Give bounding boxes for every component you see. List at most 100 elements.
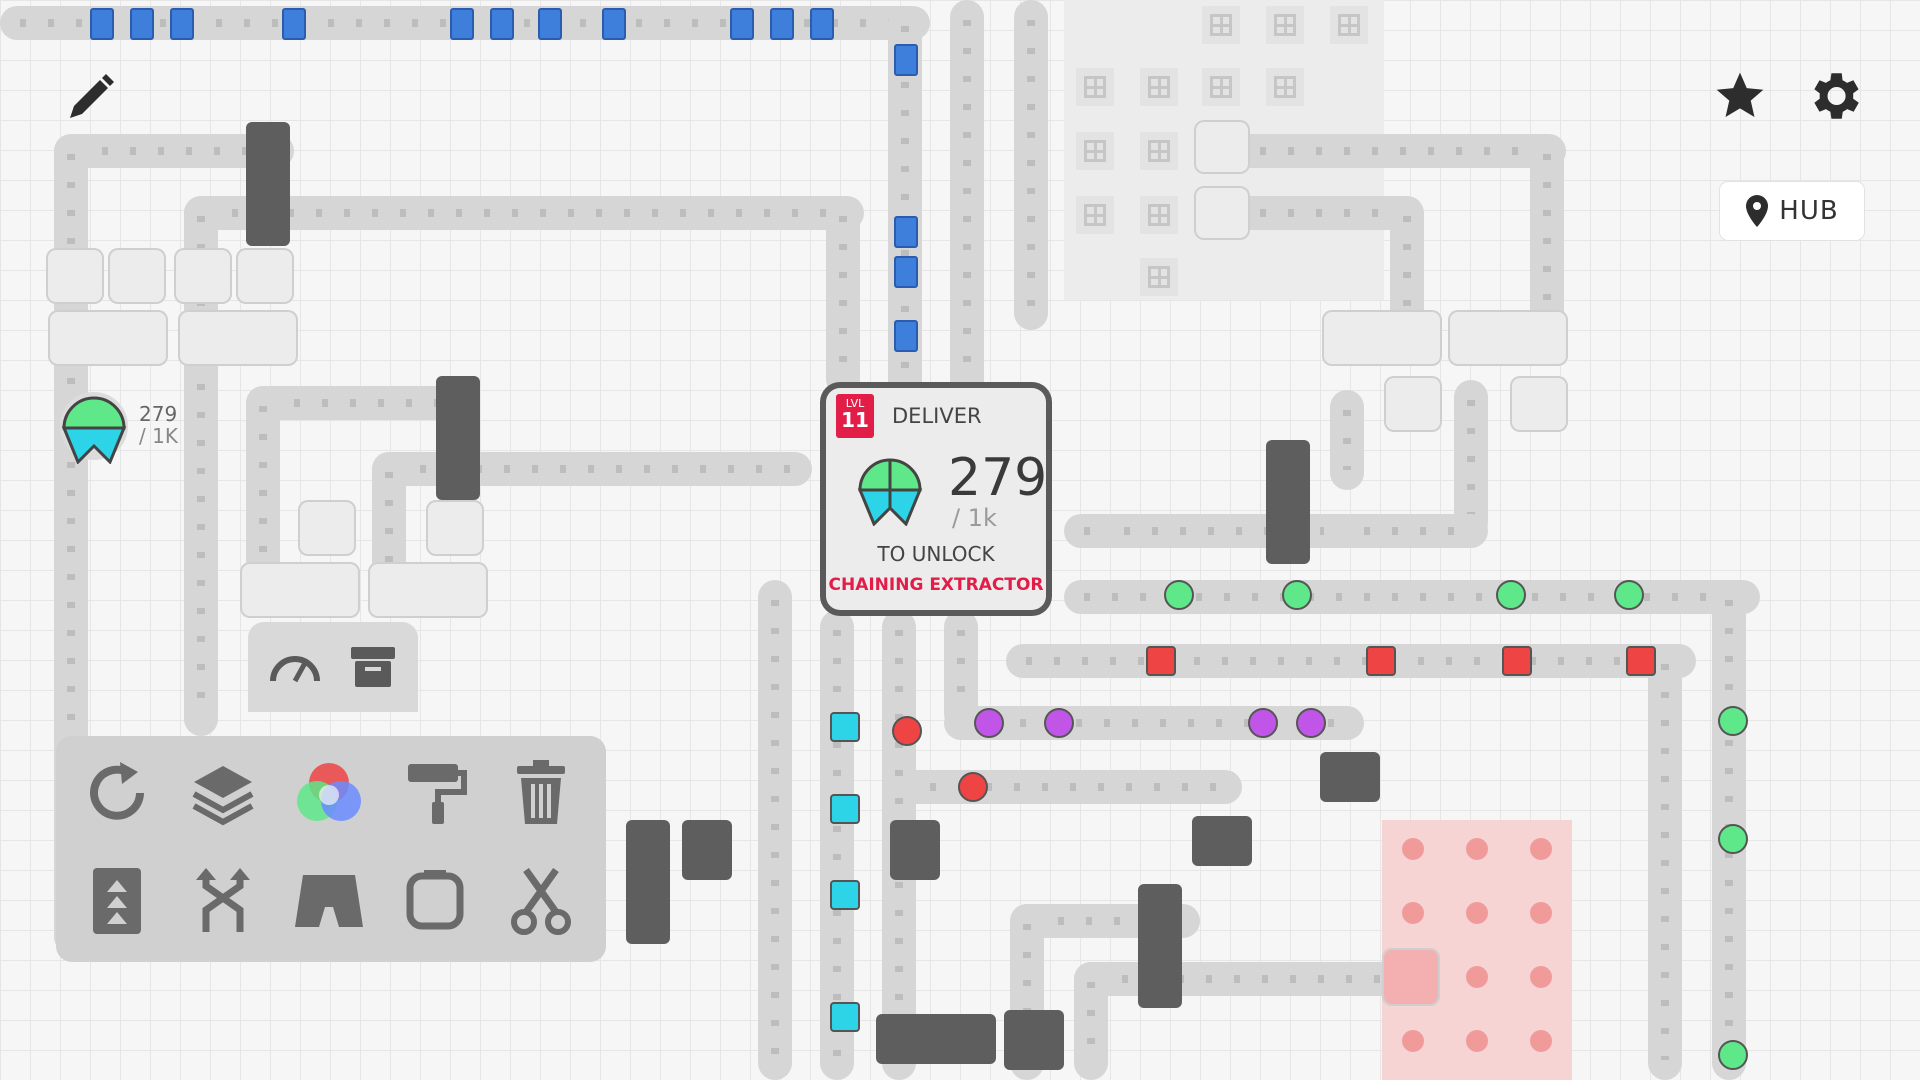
- conveyor-belt[interactable]: [826, 196, 860, 396]
- belt-reader-building[interactable]: [1320, 752, 1380, 802]
- conveyor-belt[interactable]: [184, 196, 864, 230]
- painter-tool-button[interactable]: [284, 748, 374, 838]
- conveyor-belt[interactable]: [1648, 644, 1682, 1080]
- belt-reader-building[interactable]: [1192, 816, 1252, 866]
- lift-tool-button[interactable]: [72, 856, 162, 946]
- stacker-building[interactable]: [1194, 120, 1250, 174]
- trash-building[interactable]: [426, 500, 484, 556]
- cutter-building[interactable]: [178, 310, 298, 366]
- cutter-building[interactable]: [1448, 310, 1568, 366]
- blue-chip-item: [730, 8, 754, 40]
- cutter-building[interactable]: [48, 310, 168, 366]
- conveyor-belt[interactable]: [882, 770, 1242, 804]
- blue-chip-item: [282, 8, 306, 40]
- green-shape-item: [1282, 580, 1312, 610]
- rotator-tool-button[interactable]: [72, 748, 162, 838]
- rotate-icon: [90, 762, 144, 820]
- settings-button[interactable]: [1802, 64, 1866, 128]
- green-shape-item: [1614, 580, 1644, 610]
- blue-chip-item: [770, 8, 794, 40]
- extractor-building[interactable]: [1382, 948, 1440, 1006]
- unlock-label: TO UNLOCK: [877, 542, 995, 566]
- ghost-building: [1140, 132, 1178, 170]
- level-badge: LVL 11: [836, 394, 874, 438]
- rotator-building[interactable]: [174, 248, 232, 304]
- green-shape-item: [1718, 706, 1748, 736]
- pencil-icon: [70, 74, 114, 118]
- red-shape-item: [1366, 646, 1396, 676]
- ghost-building: [1076, 132, 1114, 170]
- belt-reader-building[interactable]: [1004, 1010, 1064, 1070]
- conveyor-belt[interactable]: [944, 706, 1364, 740]
- cutter-building[interactable]: [1322, 310, 1442, 366]
- cyan-shape-item: [830, 880, 860, 910]
- balancer-building[interactable]: [876, 1014, 996, 1064]
- unlock-reward: CHAINING EXTRACTOR: [828, 575, 1044, 595]
- speedometer-icon: [270, 656, 320, 683]
- trash-building[interactable]: [1384, 376, 1442, 432]
- hub-label: HUB: [1779, 196, 1839, 226]
- trash-icon: [517, 760, 565, 824]
- ghost-building: [1266, 6, 1304, 44]
- conveyor-belt[interactable]: [1014, 0, 1048, 330]
- balancer-building[interactable]: [1138, 884, 1182, 1008]
- cutter-building[interactable]: [368, 562, 488, 618]
- cutter-tool-button[interactable]: [496, 856, 586, 946]
- roller-tool-button[interactable]: [390, 748, 480, 838]
- red-ore-node: [1530, 902, 1552, 924]
- ghost-building: [1076, 68, 1114, 106]
- conveyor-belt[interactable]: [1074, 962, 1108, 1080]
- conveyor-belt[interactable]: [1454, 380, 1488, 540]
- cutter-building[interactable]: [240, 562, 360, 618]
- green-shape-item: [1164, 580, 1194, 610]
- stacker-building[interactable]: [1194, 186, 1250, 240]
- conveyor-belt[interactable]: [246, 386, 466, 420]
- favorites-button[interactable]: [1708, 64, 1772, 128]
- conveyor-belt[interactable]: [758, 580, 792, 1080]
- ghost-building: [1140, 196, 1178, 234]
- trash-building[interactable]: [1510, 376, 1568, 432]
- conveyor-belt[interactable]: [1006, 644, 1696, 678]
- rotator-building[interactable]: [46, 248, 104, 304]
- conveyor-belt[interactable]: [950, 0, 984, 400]
- conveyor-belt[interactable]: [944, 610, 978, 730]
- belt-filter-building[interactable]: [682, 820, 732, 880]
- ghost-building: [1330, 6, 1368, 44]
- red-ore-node: [1402, 902, 1424, 924]
- red-shape-item: [1146, 646, 1176, 676]
- trash-building[interactable]: [298, 500, 356, 556]
- stacker-base-tool-button[interactable]: [284, 856, 374, 946]
- cyan-shape-item: [830, 1002, 860, 1032]
- purple-shape-item: [974, 708, 1004, 738]
- blue-chip-item: [894, 256, 918, 288]
- balancer-building[interactable]: [626, 820, 670, 944]
- trash-tool-button[interactable]: [496, 748, 586, 838]
- hub-button[interactable]: HUB: [1720, 182, 1864, 240]
- conveyor-belt[interactable]: [820, 610, 854, 1080]
- conveyor-belt[interactable]: [1330, 390, 1364, 490]
- balancer-building[interactable]: [1266, 440, 1310, 564]
- conveyor-belt[interactable]: [1212, 134, 1566, 168]
- blue-chip-item: [602, 8, 626, 40]
- trash-building[interactable]: [236, 248, 294, 304]
- delivered-count: 279: [948, 448, 1048, 508]
- purple-shape-item: [1044, 708, 1074, 738]
- balancer-building[interactable]: [436, 376, 480, 500]
- conveyor-belt[interactable]: [1074, 962, 1420, 996]
- hub-deliver-panel[interactable]: LVL 11 DELIVER 279 / 1k TO UNLOCK CHAINI…: [826, 388, 1048, 610]
- paint-roller-icon: [408, 764, 467, 824]
- ghost-building: [1266, 68, 1304, 106]
- storage-tool-button[interactable]: [328, 622, 418, 712]
- frame-tool-button[interactable]: [390, 856, 480, 946]
- lift-icon: [93, 868, 141, 934]
- balancer-building[interactable]: [246, 122, 290, 246]
- belt-filter-building[interactable]: [890, 820, 940, 880]
- speed-tool-button[interactable]: [250, 622, 340, 712]
- archive-box-icon: [351, 647, 395, 687]
- conveyor-belt[interactable]: [1530, 134, 1564, 344]
- stacker-tool-button[interactable]: [178, 748, 268, 838]
- trash-building[interactable]: [108, 248, 166, 304]
- swapper-tool-button[interactable]: [178, 856, 268, 946]
- edit-button[interactable]: [58, 66, 122, 130]
- ghost-building: [1076, 196, 1114, 234]
